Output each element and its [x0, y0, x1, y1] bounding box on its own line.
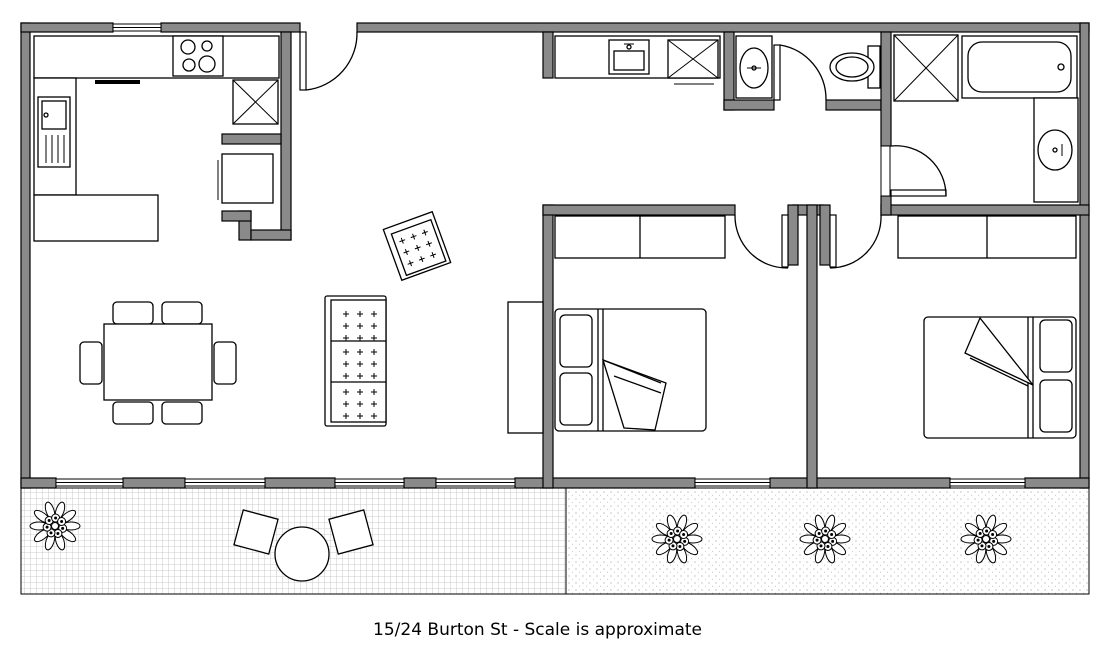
wc-room — [735, 35, 881, 99]
doors — [299, 31, 947, 269]
bed-2 — [923, 316, 1077, 439]
wardrobe-2 — [897, 215, 1077, 259]
kitchen — [33, 35, 280, 242]
armchair-cushion-pattern — [399, 229, 437, 267]
bedroom-2 — [897, 215, 1077, 439]
bed-1 — [554, 308, 707, 432]
bedroom-1 — [554, 215, 726, 432]
kitchen-sink — [37, 96, 71, 168]
tv-cabinet — [507, 301, 544, 434]
bathtub — [961, 35, 1078, 99]
windows — [55, 23, 1026, 487]
shower — [893, 34, 959, 102]
cooktop — [172, 35, 224, 77]
sofa-cushion-pattern — [343, 311, 377, 419]
outdoor-table-set — [233, 509, 374, 582]
bathroom-basin — [1033, 97, 1079, 203]
fridge — [232, 79, 279, 125]
sofa — [324, 295, 387, 427]
plants — [29, 501, 1012, 564]
plan-caption: 15/24 Burton St - Scale is approximate — [373, 620, 702, 640]
bathroom — [893, 34, 1079, 203]
toilet — [829, 45, 881, 89]
laundry — [554, 35, 721, 85]
dining-table — [79, 301, 237, 425]
wardrobe-1 — [554, 215, 726, 259]
